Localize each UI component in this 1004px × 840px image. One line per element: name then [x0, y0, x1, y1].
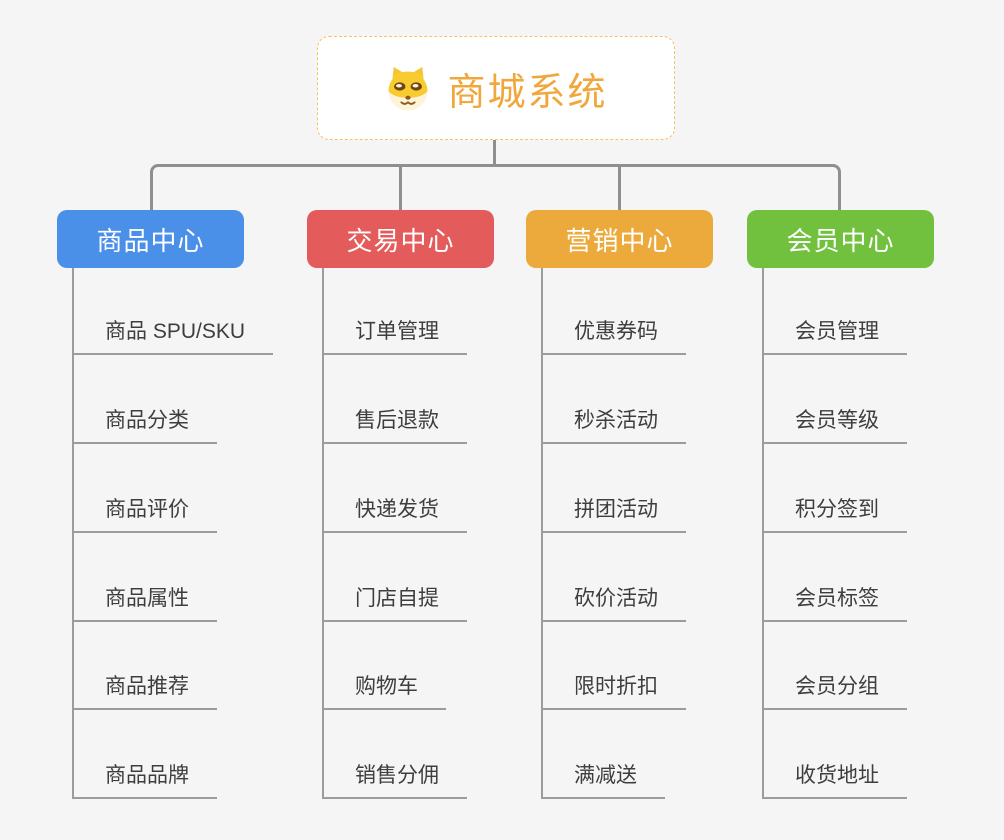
leaf-label: 售后退款	[355, 409, 439, 432]
shiba-dog-icon	[388, 67, 428, 111]
leaf-node: 商品评价	[72, 497, 217, 533]
leaf-node: 会员等级	[762, 408, 907, 444]
leaf-label: 快递发货	[355, 498, 439, 521]
leaf-node: 会员分组	[762, 674, 907, 710]
leaf-node: 拼团活动	[541, 497, 686, 533]
leaf-label: 会员管理	[795, 320, 879, 343]
leaf-label: 限时折扣	[574, 675, 658, 698]
branch-label: 会员中心	[786, 225, 895, 256]
leaf-label: 会员等级	[795, 409, 879, 432]
connector-elbow-right	[494, 164, 841, 210]
leaf-node: 积分签到	[762, 497, 907, 533]
leaf-node: 秒杀活动	[541, 408, 686, 444]
leaf-node: 快递发货	[322, 497, 467, 533]
leaf-label: 积分签到	[795, 498, 879, 521]
branch-node-trade-center: 交易中心	[307, 210, 494, 268]
leaf-node: 限时折扣	[541, 674, 686, 710]
branch-label: 营销中心	[565, 225, 674, 256]
leaf-label: 门店自提	[355, 587, 439, 610]
branch-spine	[541, 268, 543, 799]
leaf-node: 商品分类	[72, 408, 217, 444]
leaf-node: 商品推荐	[72, 674, 217, 710]
leaf-node: 优惠券码	[541, 319, 686, 355]
connector-drop-trade	[399, 164, 402, 210]
leaf-node: 会员管理	[762, 319, 907, 355]
branch-node-product-center: 商品中心	[57, 210, 244, 268]
leaf-node: 商品 SPU/SKU	[72, 319, 274, 355]
leaf-label: 秒杀活动	[574, 409, 658, 432]
leaf-label: 商品评价	[105, 498, 189, 521]
branch-spine	[72, 268, 74, 799]
root-node: 商城系统	[317, 36, 675, 140]
leaf-label: 购物车	[355, 675, 418, 698]
leaf-node: 购物车	[322, 674, 446, 710]
leaf-node: 会员标签	[762, 586, 907, 622]
branch-label: 商品中心	[96, 225, 205, 256]
branch-node-member-center: 会员中心	[747, 210, 934, 268]
leaf-node: 商品品牌	[72, 763, 217, 799]
leaf-node: 砍价活动	[541, 586, 686, 622]
connector-elbow-left	[150, 164, 494, 210]
leaf-label: 商品属性	[105, 587, 189, 610]
connector-root-stem	[493, 140, 496, 166]
leaf-node: 门店自提	[322, 586, 467, 622]
branch-label: 交易中心	[346, 225, 455, 256]
leaf-node: 售后退款	[322, 408, 467, 444]
leaf-label: 会员标签	[795, 587, 879, 610]
leaf-label: 商品分类	[105, 409, 189, 432]
leaf-node: 满减送	[541, 763, 665, 799]
leaf-label: 商品推荐	[105, 675, 189, 698]
leaf-label: 优惠券码	[574, 320, 658, 343]
leaf-label: 会员分组	[795, 675, 879, 698]
leaf-label: 满减送	[574, 764, 637, 787]
leaf-label: 收货地址	[795, 764, 879, 787]
leaf-node: 订单管理	[322, 319, 467, 355]
leaf-label: 销售分佣	[355, 764, 439, 787]
leaf-label: 拼团活动	[574, 498, 658, 521]
leaf-label: 砍价活动	[574, 587, 658, 610]
leaf-label: 商品 SPU/SKU	[105, 320, 246, 343]
branch-node-marketing-center: 营销中心	[526, 210, 713, 268]
connector-drop-marketing	[618, 164, 621, 210]
leaf-label: 商品品牌	[105, 764, 189, 787]
leaf-node: 销售分佣	[322, 763, 467, 799]
root-title: 商城系统	[447, 71, 608, 114]
branch-spine	[762, 268, 764, 799]
leaf-node: 商品属性	[72, 586, 217, 622]
leaf-node: 收货地址	[762, 763, 907, 799]
leaf-label: 订单管理	[355, 320, 439, 343]
branch-spine	[322, 268, 324, 799]
